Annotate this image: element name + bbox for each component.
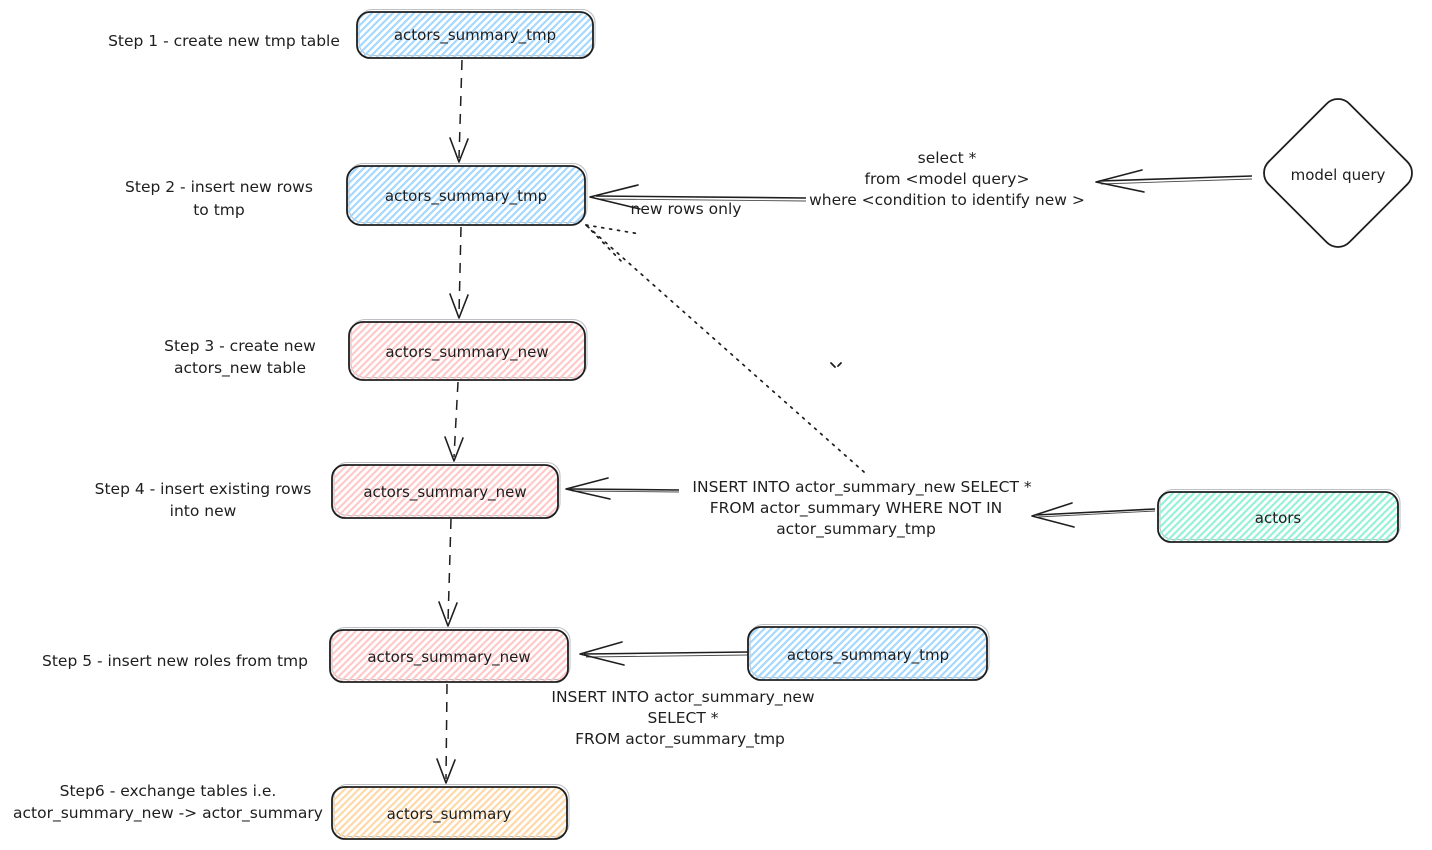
step6-label: Step6 - exchange tables i.e. actor_summa…: [13, 782, 323, 823]
svg-text:Step6 - exchange tables i.e.: Step6 - exchange tables i.e.: [60, 782, 277, 800]
svg-text:Step 5 - insert new roles from: Step 5 - insert new roles from tmp: [42, 652, 308, 670]
svg-text:where <condition to identify n: where <condition to identify new >: [809, 191, 1085, 209]
step2-label: Step 2 - insert new rows to tmp: [125, 178, 313, 219]
svg-text:FROM actor_summary WHERE NOT I: FROM actor_summary WHERE NOT IN: [710, 499, 1003, 518]
arrow-step2-to-step3: [449, 226, 469, 319]
annotation-insert-step5: INSERT INTO actor_summary_new SELECT * F…: [551, 688, 815, 749]
step3-label: Step 3 - create new actors_new table: [164, 337, 316, 378]
svg-text:actors_summary_new: actors_summary_new: [367, 648, 530, 667]
node-step3-actors-summary-new[interactable]: actors_summary_new: [348, 318, 588, 381]
arrow-step3-to-step4: [444, 381, 464, 462]
svg-text:from <model query>: from <model query>: [865, 170, 1030, 188]
svg-text:new rows only: new rows only: [631, 200, 742, 218]
svg-text:model query: model query: [1291, 166, 1386, 184]
arrow-step1-to-step2: [449, 59, 469, 163]
arrow-actors-to-insert4: [1031, 502, 1156, 528]
node-step5-actors-summary-new[interactable]: actors_summary_new: [329, 626, 571, 683]
svg-text:actors_summary_new: actors_summary_new: [385, 343, 548, 362]
svg-text:actors_summary_tmp: actors_summary_tmp: [394, 26, 556, 45]
arrow-select-to-step2: new rows only: [589, 184, 807, 218]
svg-text:INSERT INTO actor_summary_new: INSERT INTO actor_summary_new: [551, 688, 815, 707]
node-step6-actors-summary[interactable]: actors_summary: [331, 783, 570, 840]
arrow-step5-to-step6: [436, 683, 456, 784]
dotted-arrow-insert4-to-step2: [585, 224, 865, 473]
svg-text:to tmp: to tmp: [193, 201, 245, 219]
svg-text:select *: select *: [918, 149, 977, 167]
svg-text:actors_new table: actors_new table: [174, 359, 306, 378]
svg-text:SELECT *: SELECT *: [647, 709, 718, 727]
node-tmp-source-actors-summary-tmp[interactable]: actors_summary_tmp: [747, 623, 990, 681]
svg-text:Step 1 - create new tmp table: Step 1 - create new tmp table: [108, 32, 340, 50]
step5-label: Step 5 - insert new roles from tmp: [42, 652, 308, 670]
arrow-model-query-to-select: [1095, 169, 1253, 193]
svg-text:actors: actors: [1255, 509, 1302, 527]
arrow-step4-to-step5: [438, 518, 458, 627]
stray-mark: [830, 362, 842, 368]
node-step4-actors-summary-new[interactable]: actors_summary_new: [331, 461, 561, 519]
svg-text:FROM actor_summary_tmp: FROM actor_summary_tmp: [575, 730, 785, 749]
svg-text:actors_summary_tmp: actors_summary_tmp: [787, 646, 949, 665]
svg-text:actor_summary_tmp: actor_summary_tmp: [776, 520, 936, 539]
svg-text:actors_summary_tmp: actors_summary_tmp: [385, 187, 547, 206]
annotation-model-select: select * from <model query> where <condi…: [809, 149, 1085, 209]
svg-text:Step 3 - create new: Step 3 - create new: [164, 337, 316, 355]
node-actors[interactable]: actors: [1157, 488, 1401, 543]
svg-text:into new: into new: [170, 502, 237, 520]
node-model-query-diamond[interactable]: model query: [1257, 92, 1418, 253]
svg-text:actors_summary: actors_summary: [387, 805, 512, 824]
svg-text:actor_summary_new -> actor_sum: actor_summary_new -> actor_summary: [13, 804, 323, 823]
arrow-insert4-to-step4: [565, 477, 680, 500]
node-step2-actors-summary-tmp[interactable]: actors_summary_tmp: [346, 162, 588, 226]
step4-label: Step 4 - insert existing rows into new: [95, 480, 312, 520]
annotation-insert-step4: INSERT INTO actor_summary_new SELECT * F…: [692, 478, 1031, 539]
svg-text:INSERT INTO actor_summary_new: INSERT INTO actor_summary_new SELECT *: [692, 478, 1031, 497]
arrow-tmp-source-to-step5: [579, 641, 749, 666]
svg-text:Step 4 - insert existing rows: Step 4 - insert existing rows: [95, 480, 312, 498]
step1-label: Step 1 - create new tmp table: [108, 32, 340, 50]
node-step1-actors-summary-tmp[interactable]: actors_summary_tmp: [356, 8, 596, 59]
svg-text:actors_summary_new: actors_summary_new: [363, 483, 526, 502]
svg-text:Step 2 - insert new rows: Step 2 - insert new rows: [125, 178, 313, 196]
